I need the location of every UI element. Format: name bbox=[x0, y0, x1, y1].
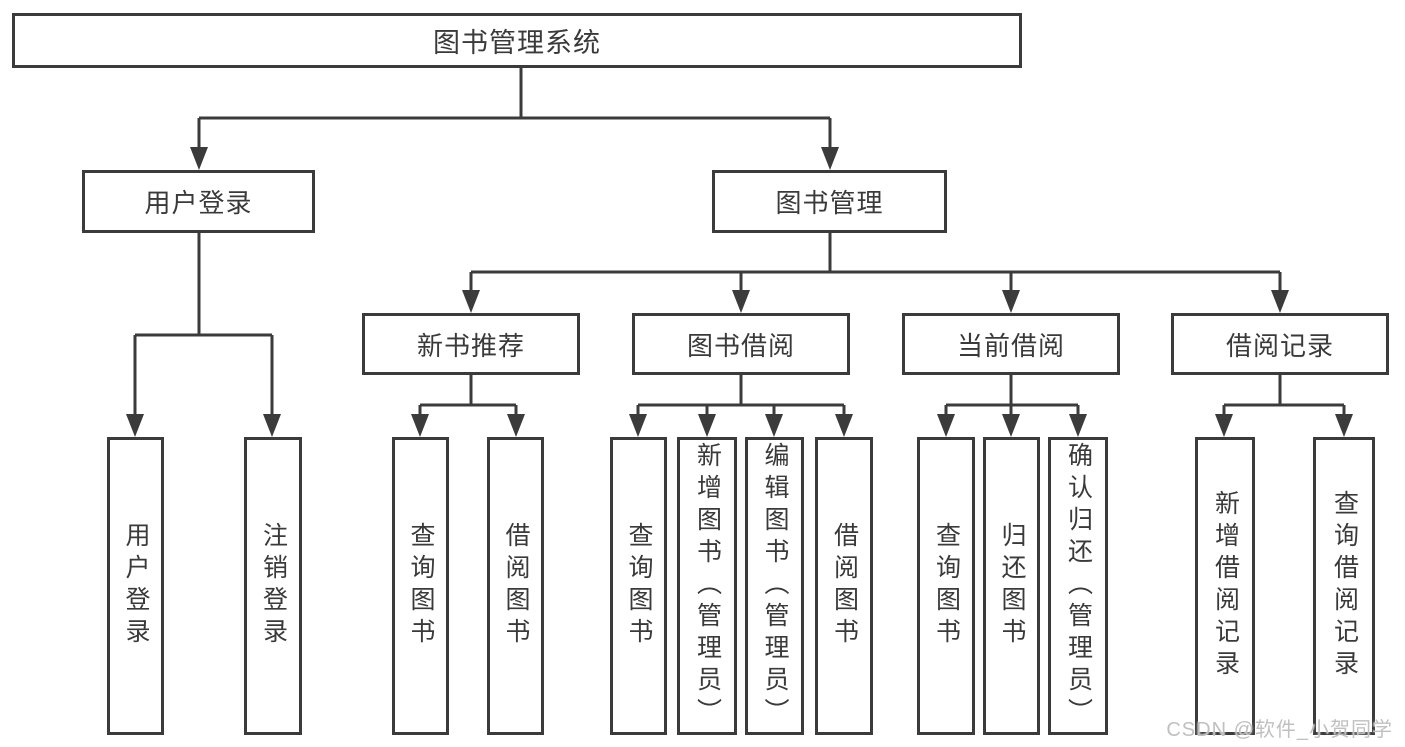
node-root-label: 图书管理系统 bbox=[433, 28, 601, 58]
csdn-watermark: CSDN @软件_小贺同学 bbox=[1166, 719, 1393, 741]
node-current-borrow-label: 当前借阅 bbox=[956, 330, 1065, 361]
node-current-borrow: 当前借阅 bbox=[902, 313, 1120, 375]
node-root: 图书管理系统 bbox=[12, 13, 1022, 68]
leaf-confirm-return-admin: 确认归还（管理员） bbox=[1048, 437, 1108, 735]
leaf-logout-label: 注销登录 bbox=[259, 522, 288, 650]
node-user-login: 用户登录 bbox=[82, 170, 315, 233]
leaf-edit-books-admin: 编辑图书（管理员） bbox=[745, 437, 804, 735]
connector-segments bbox=[133, 68, 1346, 417]
node-book-management-label: 图书管理 bbox=[775, 188, 884, 218]
leaf-edit-books-admin-label: 编辑图书（管理员） bbox=[761, 442, 789, 730]
leaf-query-borrow-record-label: 查询借阅记录 bbox=[1330, 490, 1359, 682]
leaf-query-borrow-record: 查询借阅记录 bbox=[1313, 437, 1375, 735]
leaf-borrow-books-label: 借阅图书 bbox=[830, 522, 859, 650]
leaf-user-login: 用户登录 bbox=[107, 437, 164, 735]
node-book-management: 图书管理 bbox=[712, 170, 947, 233]
leaf-current-query-books: 查询图书 bbox=[917, 437, 975, 735]
leaf-add-books-admin: 新增图书（管理员） bbox=[677, 437, 737, 735]
leaf-logout: 注销登录 bbox=[244, 437, 302, 735]
leaf-recommend-borrow-books-label: 借阅图书 bbox=[502, 522, 530, 650]
leaf-return-books: 归还图书 bbox=[983, 437, 1040, 735]
leaf-recommend-query-books: 查询图书 bbox=[392, 437, 449, 735]
arrowheads bbox=[126, 147, 1353, 437]
leaf-borrow-query-books-label: 查询图书 bbox=[625, 522, 653, 650]
leaf-recommend-borrow-books: 借阅图书 bbox=[487, 437, 544, 735]
node-user-login-label: 用户登录 bbox=[144, 188, 253, 218]
leaf-current-query-books-label: 查询图书 bbox=[932, 522, 961, 650]
node-borrow-records: 借阅记录 bbox=[1171, 313, 1389, 375]
leaf-return-books-label: 归还图书 bbox=[998, 522, 1026, 650]
leaf-user-login-label: 用户登录 bbox=[122, 522, 150, 650]
node-new-book-recommend-label: 新书推荐 bbox=[416, 330, 525, 361]
leaf-recommend-query-books-label: 查询图书 bbox=[407, 522, 435, 650]
node-book-borrow: 图书借阅 bbox=[632, 313, 850, 375]
leaf-add-borrow-record-label: 新增借阅记录 bbox=[1211, 490, 1240, 682]
leaf-confirm-return-admin-label: 确认归还（管理员） bbox=[1064, 442, 1093, 730]
node-book-borrow-label: 图书借阅 bbox=[686, 330, 795, 361]
node-borrow-records-label: 借阅记录 bbox=[1225, 330, 1334, 361]
leaf-borrow-books: 借阅图书 bbox=[815, 437, 873, 735]
leaf-add-borrow-record: 新增借阅记录 bbox=[1195, 437, 1255, 735]
leaf-add-books-admin-label: 新增图书（管理员） bbox=[693, 442, 722, 730]
leaf-borrow-query-books: 查询图书 bbox=[610, 437, 667, 735]
node-new-book-recommend: 新书推荐 bbox=[362, 313, 580, 375]
